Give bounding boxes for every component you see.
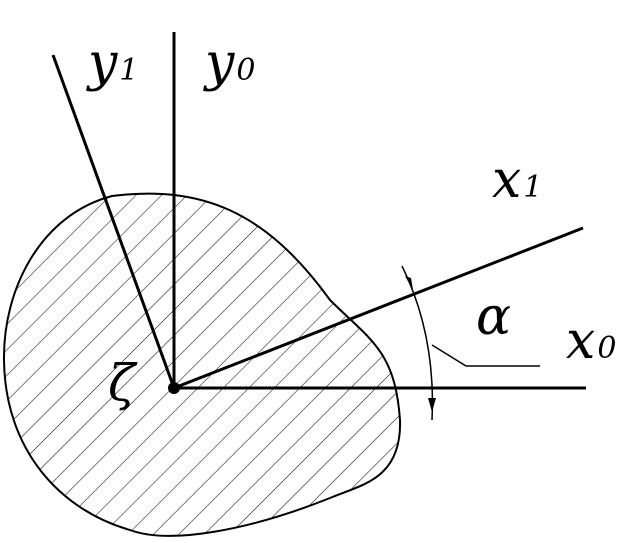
centroid-point <box>168 382 180 394</box>
axis-y1 <box>51 54 176 389</box>
angle-marker <box>401 265 540 421</box>
label-y0: y0 <box>203 33 255 93</box>
section-outline <box>2 192 402 537</box>
label-alpha: α <box>476 287 511 347</box>
label-x0: x0 <box>566 311 616 371</box>
angle-leader-line <box>431 344 540 367</box>
arrow-bottom-icon <box>428 398 436 412</box>
label-x1: x1 <box>492 150 542 210</box>
label-y1: y1 <box>86 33 138 93</box>
arrow-top-icon <box>405 276 413 290</box>
label-center: ζ <box>108 354 138 412</box>
axis-x1 <box>173 226 584 390</box>
hatched-section <box>2 192 402 537</box>
